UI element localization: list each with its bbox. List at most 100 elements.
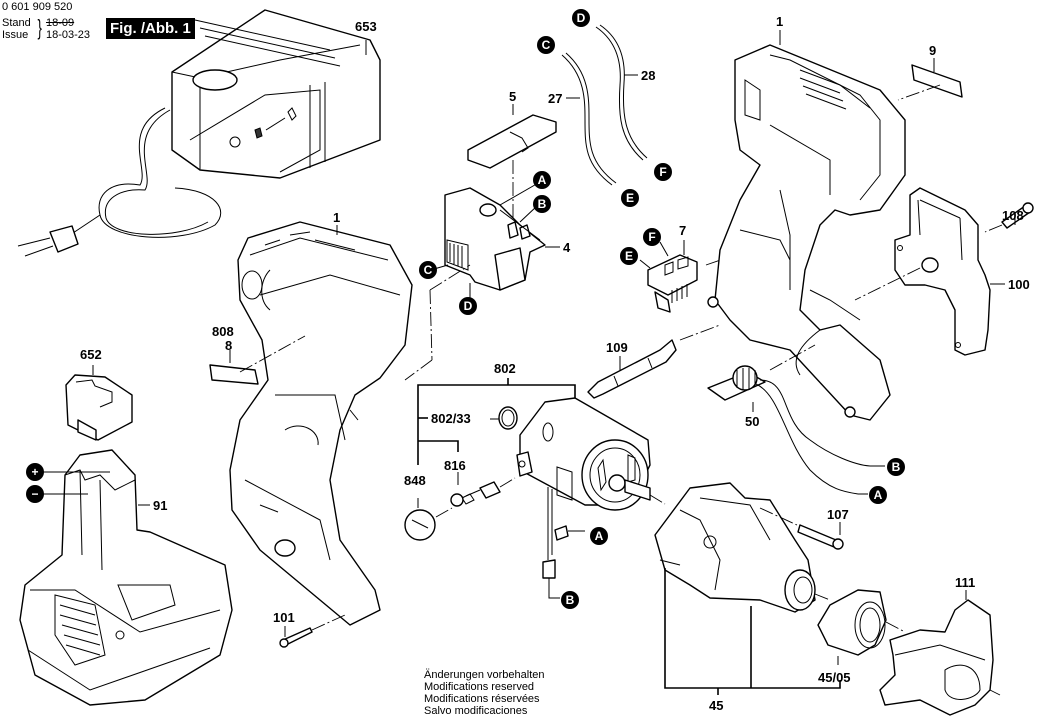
- svg-text:+: +: [31, 465, 38, 479]
- callout-848: 848: [404, 473, 426, 488]
- notice-line-en: Modifications reserved: [424, 681, 535, 693]
- svg-text:F: F: [648, 230, 655, 244]
- svg-text:A: A: [538, 173, 547, 187]
- svg-text:B: B: [892, 460, 901, 474]
- callout-111: 111: [955, 575, 975, 590]
- stand-date: 18-09: [46, 17, 75, 29]
- marker-f-terminal: F: [643, 228, 661, 246]
- callout-1-left: 1: [333, 210, 340, 225]
- callout-9: 9: [929, 43, 936, 58]
- minus-terminal-marker: −: [26, 485, 44, 503]
- marker-d-switch: D: [459, 297, 477, 315]
- svg-text:B: B: [566, 593, 575, 607]
- callout-27: 27: [548, 91, 562, 106]
- bracket-45: [664, 568, 841, 689]
- svg-text:B: B: [538, 197, 547, 211]
- motor-part: [516, 397, 651, 511]
- callout-652: 652: [80, 347, 102, 362]
- callout-7: 7: [679, 223, 686, 238]
- led-wire-b: [759, 379, 871, 467]
- nameplate-right-part: [911, 64, 963, 98]
- notice-line-es: Salvo modificaciones: [424, 705, 528, 717]
- battery-part: [19, 449, 233, 706]
- issue-label: Issue: [2, 29, 29, 41]
- svg-text:A: A: [595, 529, 604, 543]
- callout-4: 4: [563, 240, 571, 255]
- callout-816: 816: [444, 458, 466, 473]
- gear-cap-part: [817, 589, 887, 656]
- callout-802-33: 802/33: [431, 411, 471, 426]
- battery-cap-part: [65, 374, 133, 441]
- svg-text:−: −: [31, 487, 38, 501]
- bracket-802: [417, 384, 576, 465]
- callout-45: 45: [709, 698, 723, 713]
- svg-text:F: F: [659, 165, 666, 179]
- callout-8: 8: [225, 338, 232, 353]
- callout-107: 107: [827, 507, 849, 522]
- figure-title: Fig. /Abb. 1: [106, 18, 195, 39]
- housing-right-part: [707, 44, 906, 421]
- charger-part: [17, 9, 381, 257]
- plus-terminal-marker: +: [26, 463, 44, 481]
- wire-28-part: [595, 26, 644, 161]
- issue-date: 18-03-23: [46, 29, 91, 41]
- marker-b-motor: B: [561, 591, 579, 609]
- callout-1-right: 1: [776, 14, 783, 29]
- callout-101: 101: [273, 610, 295, 625]
- belt-clip-part: [894, 187, 991, 356]
- svg-text:C: C: [424, 263, 433, 277]
- screw-107-part: [797, 524, 844, 550]
- brush-holder-part: [450, 489, 481, 507]
- led-board-part: [707, 365, 766, 401]
- marker-b-led: B: [887, 458, 905, 476]
- plug-icon: [49, 225, 79, 253]
- bit-109-part: [587, 339, 677, 399]
- wire-27-part: [561, 54, 613, 186]
- callout-91: 91: [153, 498, 167, 513]
- svg-text:D: D: [464, 299, 473, 313]
- callout-109: 109: [606, 340, 628, 355]
- callout-50: 50: [745, 414, 759, 429]
- marker-d-wire: D: [572, 9, 590, 27]
- motor-connector-a: [554, 525, 569, 541]
- svg-text:A: A: [874, 488, 883, 502]
- callout-653: 653: [355, 19, 377, 34]
- marker-a-led: A: [869, 486, 887, 504]
- callout-108: 108: [1002, 208, 1024, 223]
- switch-part: [444, 187, 546, 291]
- modifications-notice: Änderungen vorbehalten Modifications res…: [424, 669, 544, 717]
- callout-5: 5: [509, 89, 516, 104]
- callout-28: 28: [641, 68, 655, 83]
- marker-e-terminal: E: [620, 247, 638, 265]
- marker-a-switch: A: [533, 171, 551, 189]
- brace-symbol: }: [37, 15, 42, 40]
- screw-108-part: [1001, 202, 1034, 229]
- marker-c-wire: C: [537, 36, 555, 54]
- nose-cover-part: [879, 599, 994, 716]
- marker-b-switch: B: [533, 195, 551, 213]
- marker-f-wire: F: [654, 163, 672, 181]
- screw-101-part: [279, 627, 313, 648]
- led-wire-a: [755, 383, 859, 495]
- brush-part: [479, 481, 501, 499]
- gear-head-part: [654, 482, 816, 613]
- document-number: 0 601 909 520: [2, 1, 73, 13]
- callout-808: 808: [212, 324, 234, 339]
- svg-text:D: D: [577, 11, 586, 25]
- motor-connector-b: [542, 559, 556, 579]
- marker-c-switch: C: [419, 261, 437, 279]
- switch-actuator-part: [467, 114, 557, 169]
- callout-802: 802: [494, 361, 516, 376]
- notice-line-de: Änderungen vorbehalten: [424, 669, 545, 681]
- stand-label: Stand: [2, 17, 31, 29]
- terminal-block-part: [647, 254, 698, 313]
- callout-45-05: 45/05: [818, 670, 851, 685]
- svg-text:C: C: [542, 38, 551, 52]
- nameplate-left-part: [209, 364, 259, 385]
- notice-line-fr: Modifications réservées: [424, 693, 540, 705]
- svg-text:E: E: [626, 191, 634, 205]
- marker-a-motor: A: [590, 527, 608, 545]
- callout-100: 100: [1008, 277, 1030, 292]
- brush-cap-part: [404, 509, 436, 541]
